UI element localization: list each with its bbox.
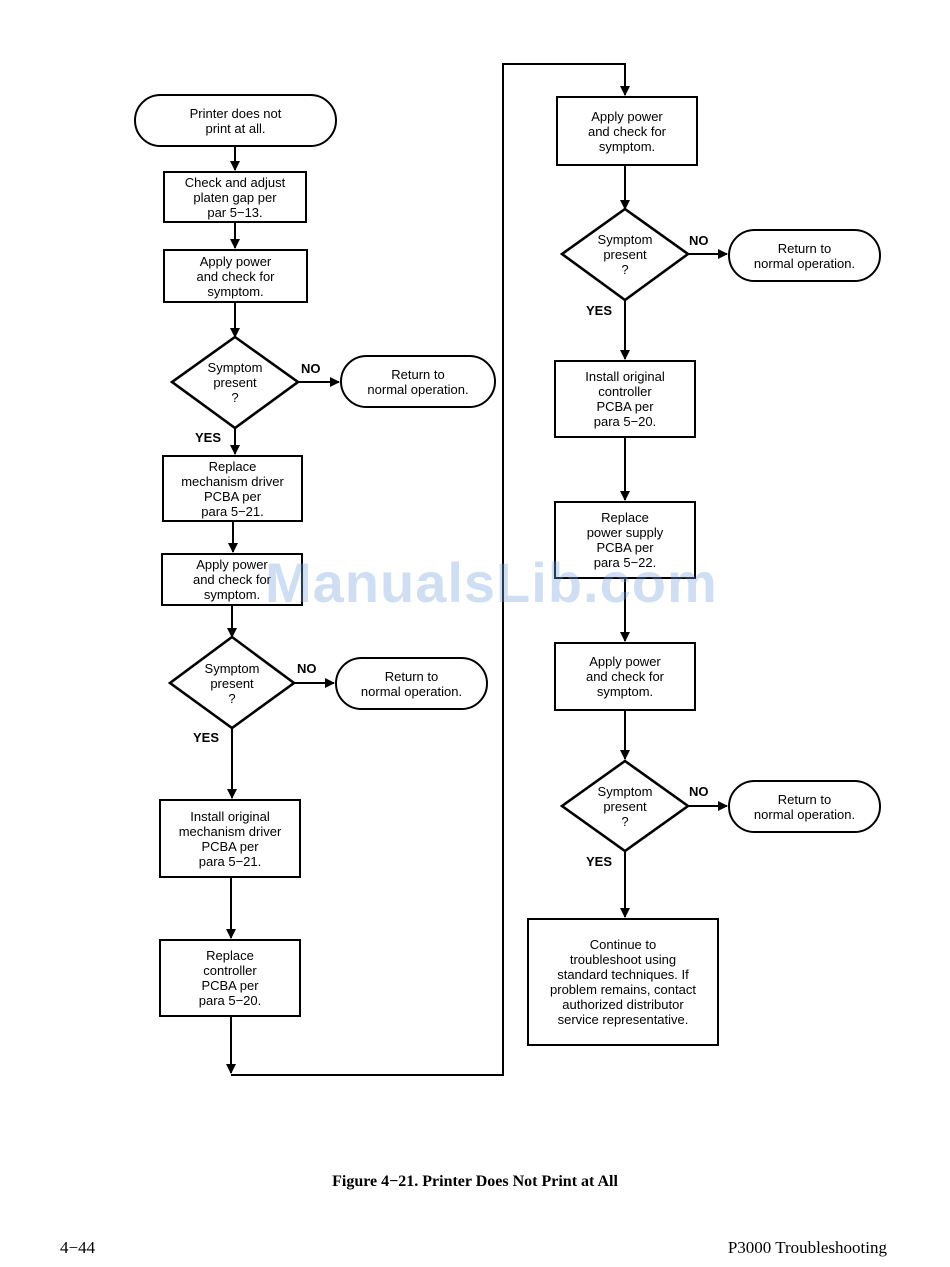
decision-diamond-3 bbox=[559, 207, 691, 302]
decision-diamond-1 bbox=[169, 335, 301, 430]
yes-label-4: YES bbox=[586, 854, 613, 869]
return-normal-terminal-3: Return to normal operation. bbox=[728, 229, 881, 282]
replace-mech-driver-box: Replace mechanism driver PCBA per para 5… bbox=[162, 455, 303, 522]
edge-connector bbox=[231, 63, 630, 1076]
decision-label-3: Symptom present ? bbox=[597, 231, 653, 277]
watermark: ManualsLib.com bbox=[265, 551, 718, 614]
yes-label-1: YES bbox=[195, 430, 222, 445]
continue-troubleshoot-box: Continue to troubleshoot using standard … bbox=[527, 918, 719, 1046]
decision-label-1: Symptom present ? bbox=[207, 359, 263, 405]
apply-power-box-1: Apply power and check for symptom. bbox=[163, 249, 308, 303]
decision-label-2: Symptom present ? bbox=[204, 660, 260, 706]
apply-power-box-3: Apply power and check for symptom. bbox=[556, 96, 698, 166]
decision-label-4: Symptom present ? bbox=[597, 783, 653, 829]
yes-label-2: YES bbox=[193, 730, 220, 745]
no-label-2: NO bbox=[297, 661, 317, 676]
page-number: 4−44 bbox=[60, 1238, 96, 1257]
replace-controller-box: Replace controller PCBA per para 5−20. bbox=[159, 939, 301, 1017]
decision-diamond-4 bbox=[559, 759, 691, 853]
apply-power-box-2: Apply power and check for symptom. bbox=[161, 553, 303, 606]
figure-caption: Figure 4−21. Printer Does Not Print at A… bbox=[332, 1173, 618, 1190]
install-original-mech-driver-box: Install original mechanism driver PCBA p… bbox=[159, 799, 301, 878]
return-normal-terminal-4: Return to normal operation. bbox=[728, 780, 881, 833]
footer-title: P3000 Troubleshooting bbox=[727, 1238, 887, 1257]
replace-power-supply-box: Replace power supply PCBA per para 5−22. bbox=[554, 501, 696, 579]
no-label-3: NO bbox=[689, 233, 709, 248]
decision-diamond-2 bbox=[167, 635, 297, 730]
yes-label-3: YES bbox=[586, 303, 613, 318]
start-terminal: Printer does not print at all. bbox=[134, 94, 337, 147]
return-normal-terminal-1: Return to normal operation. bbox=[340, 355, 496, 408]
no-label-1: NO bbox=[301, 361, 321, 376]
apply-power-box-4: Apply power and check for symptom. bbox=[554, 642, 696, 711]
check-platen-box: Check and adjust platen gap per par 5−13… bbox=[163, 171, 307, 223]
return-normal-terminal-2: Return to normal operation. bbox=[335, 657, 488, 710]
install-original-controller-box: Install original controller PCBA per par… bbox=[554, 360, 696, 438]
no-label-4: NO bbox=[689, 784, 709, 799]
